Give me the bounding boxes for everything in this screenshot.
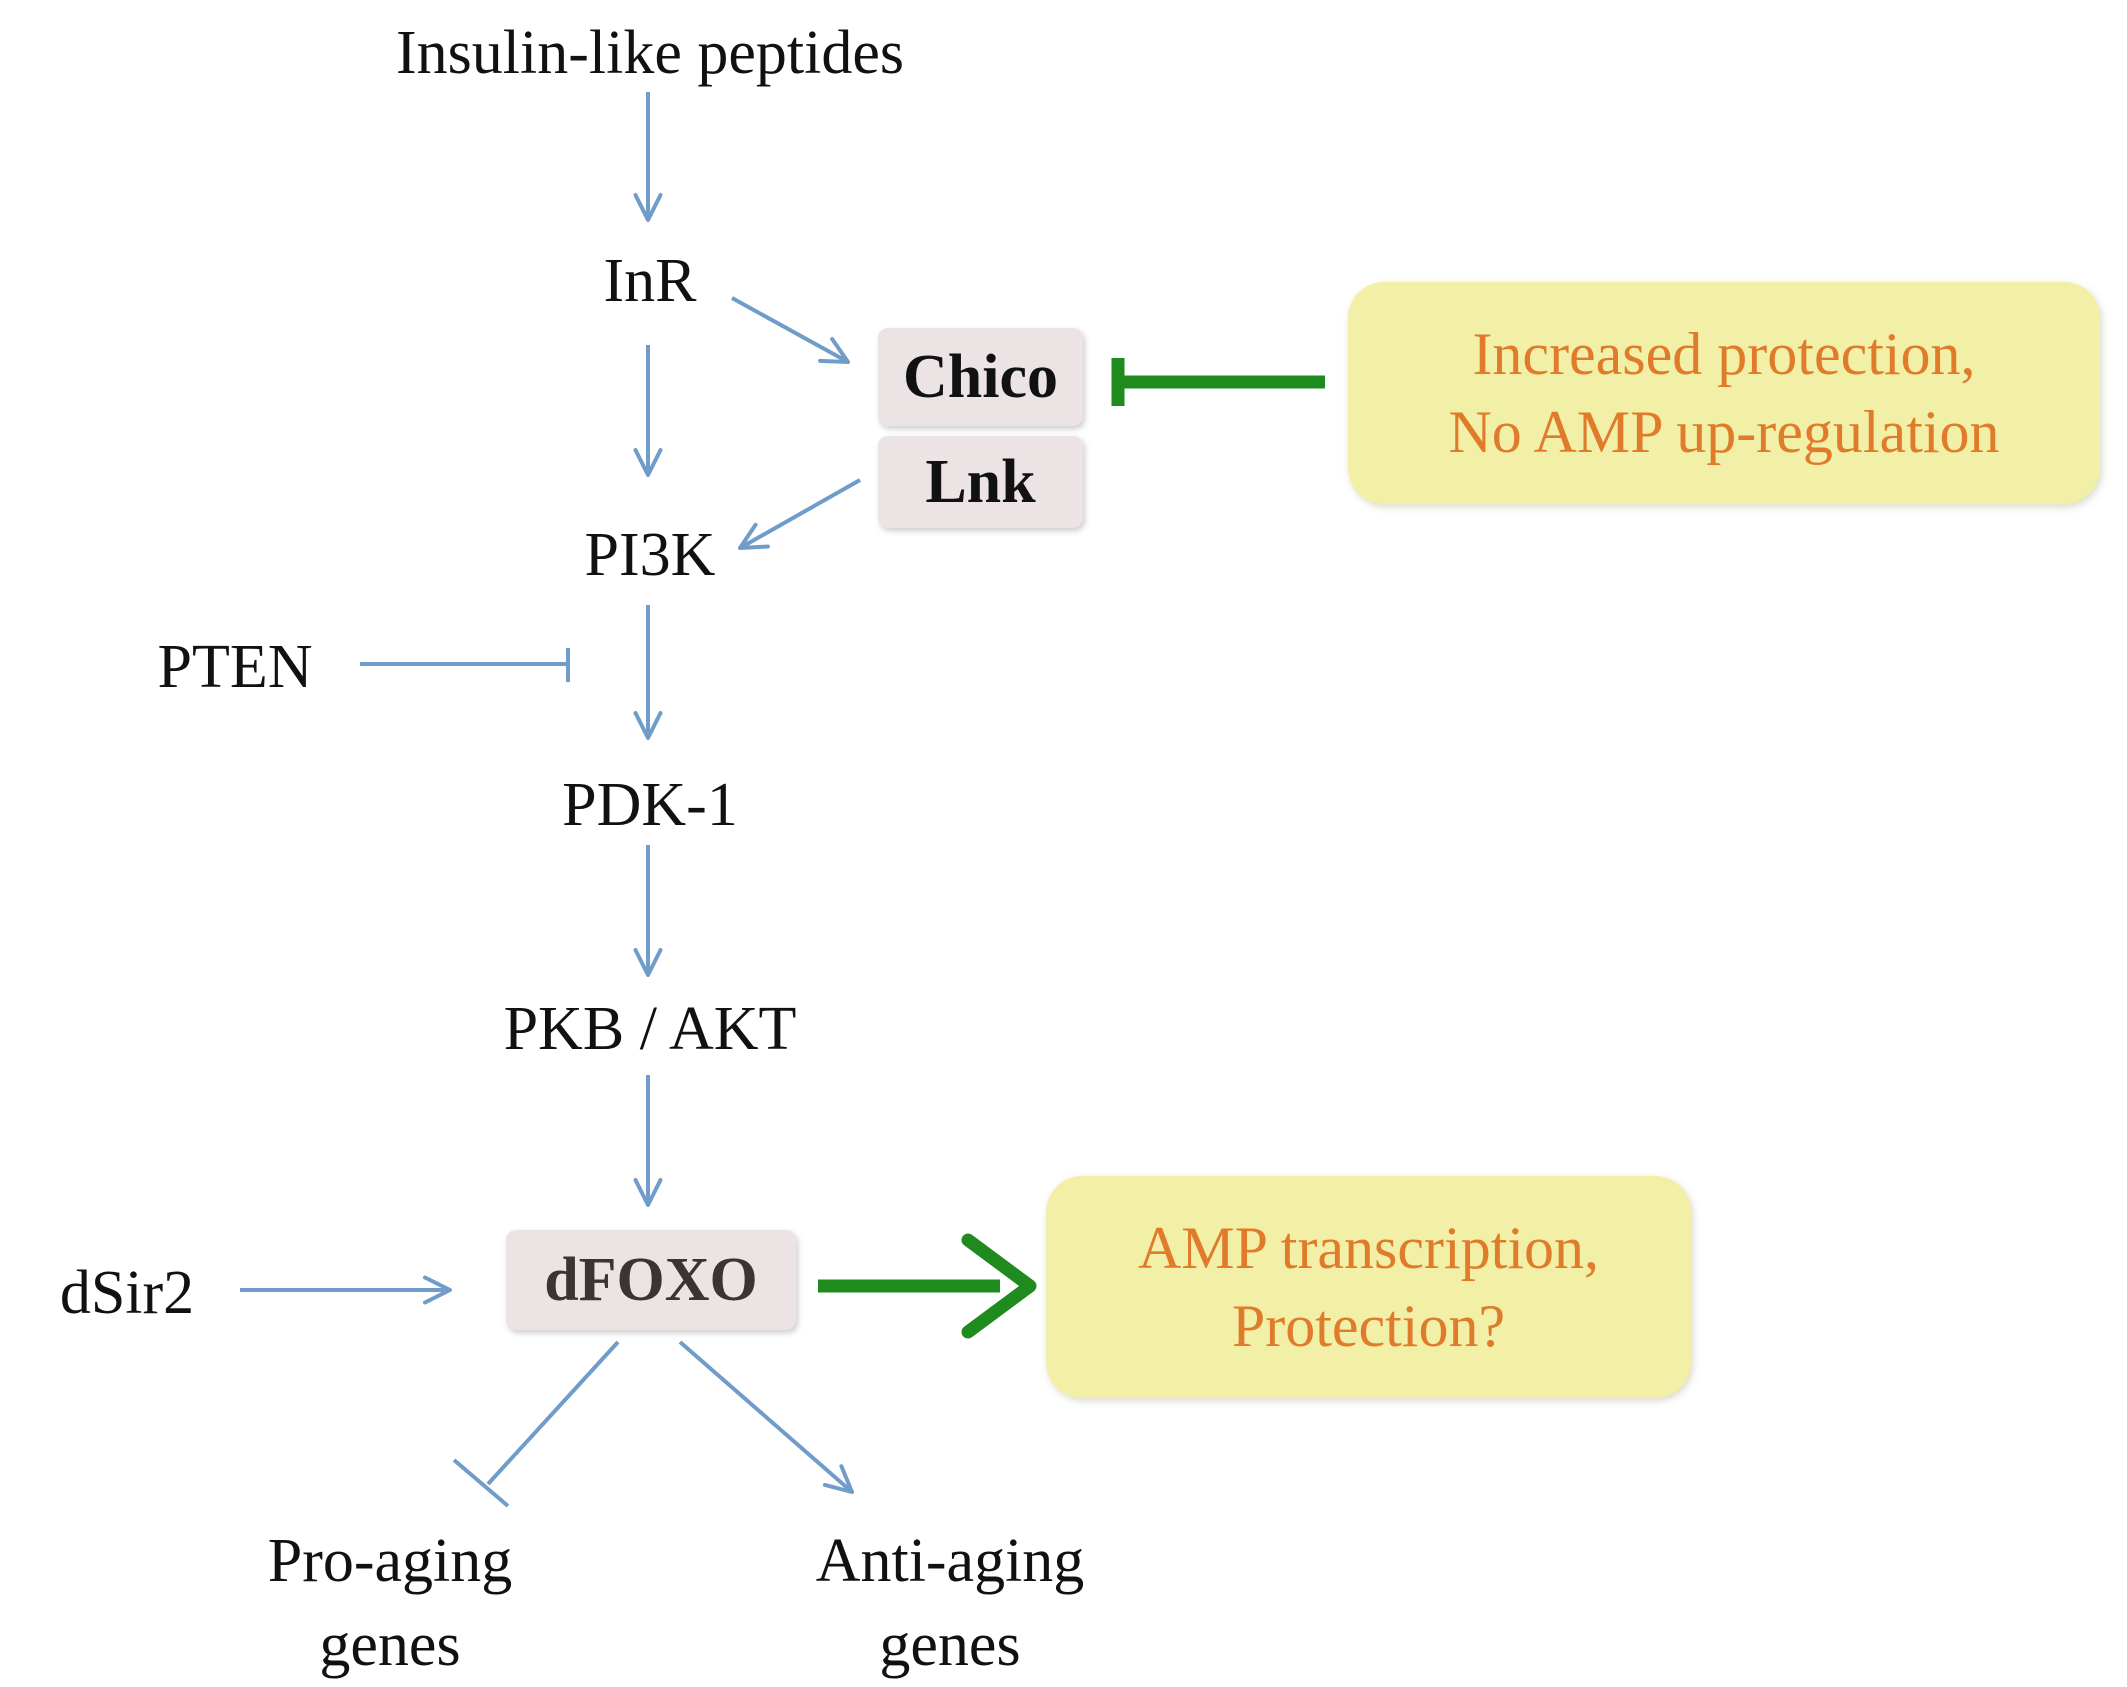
- node-pdk-1: PDK-1: [562, 771, 738, 839]
- edge-dfoxo-proaging-bar: [452, 1458, 510, 1508]
- edge-dfoxo-proaging: [486, 1340, 620, 1486]
- node-pi3k: PI3K: [584, 521, 716, 589]
- node-pten: PTEN: [157, 633, 313, 701]
- node-pkb-akt: PKB / AKT: [503, 995, 797, 1063]
- node-anti-aging-line1: Anti-aging: [815, 1527, 1085, 1595]
- edge-inr-chico: [731, 296, 850, 364]
- edge-lnk-pi3k: [738, 478, 861, 550]
- node-inr: InR: [603, 247, 697, 315]
- node-dfoxo-label: dFOXO: [544, 1245, 758, 1314]
- node-insulin-like-peptides: Insulin-like peptides: [396, 19, 904, 87]
- note-dfoxo-line2: Protection?: [1231, 1293, 1506, 1359]
- note-dfoxo-effect: AMP transcription, Protection?: [1046, 1176, 1691, 1398]
- node-lnk: Lnk: [878, 436, 1083, 528]
- node-chico: Chico: [878, 328, 1083, 426]
- note-chico-line2: No AMP up-regulation: [1448, 399, 2000, 465]
- edge-dfoxo-antiaging: [678, 1340, 854, 1494]
- edge-dfoxo-note-head: [961, 1233, 1037, 1339]
- node-dsir2: dSir2: [59, 1259, 195, 1327]
- node-pro-aging-genes: Pro-aging genes: [220, 1520, 560, 1687]
- note-chico-effect: Increased protection, No AMP up-regulati…: [1348, 282, 2100, 504]
- node-lnk-label: Lnk: [925, 447, 1036, 516]
- node-chico-label: Chico: [903, 342, 1058, 411]
- node-anti-aging-genes: Anti-aging genes: [770, 1520, 1130, 1687]
- node-pro-aging-line2: genes: [319, 1610, 461, 1679]
- node-anti-aging-line2: genes: [879, 1610, 1021, 1679]
- node-pro-aging-line1: Pro-aging: [267, 1527, 513, 1595]
- note-chico-line1: Increased protection,: [1472, 321, 1976, 387]
- node-dfoxo: dFOXO: [506, 1230, 796, 1330]
- note-dfoxo-line1: AMP transcription,: [1137, 1215, 1600, 1281]
